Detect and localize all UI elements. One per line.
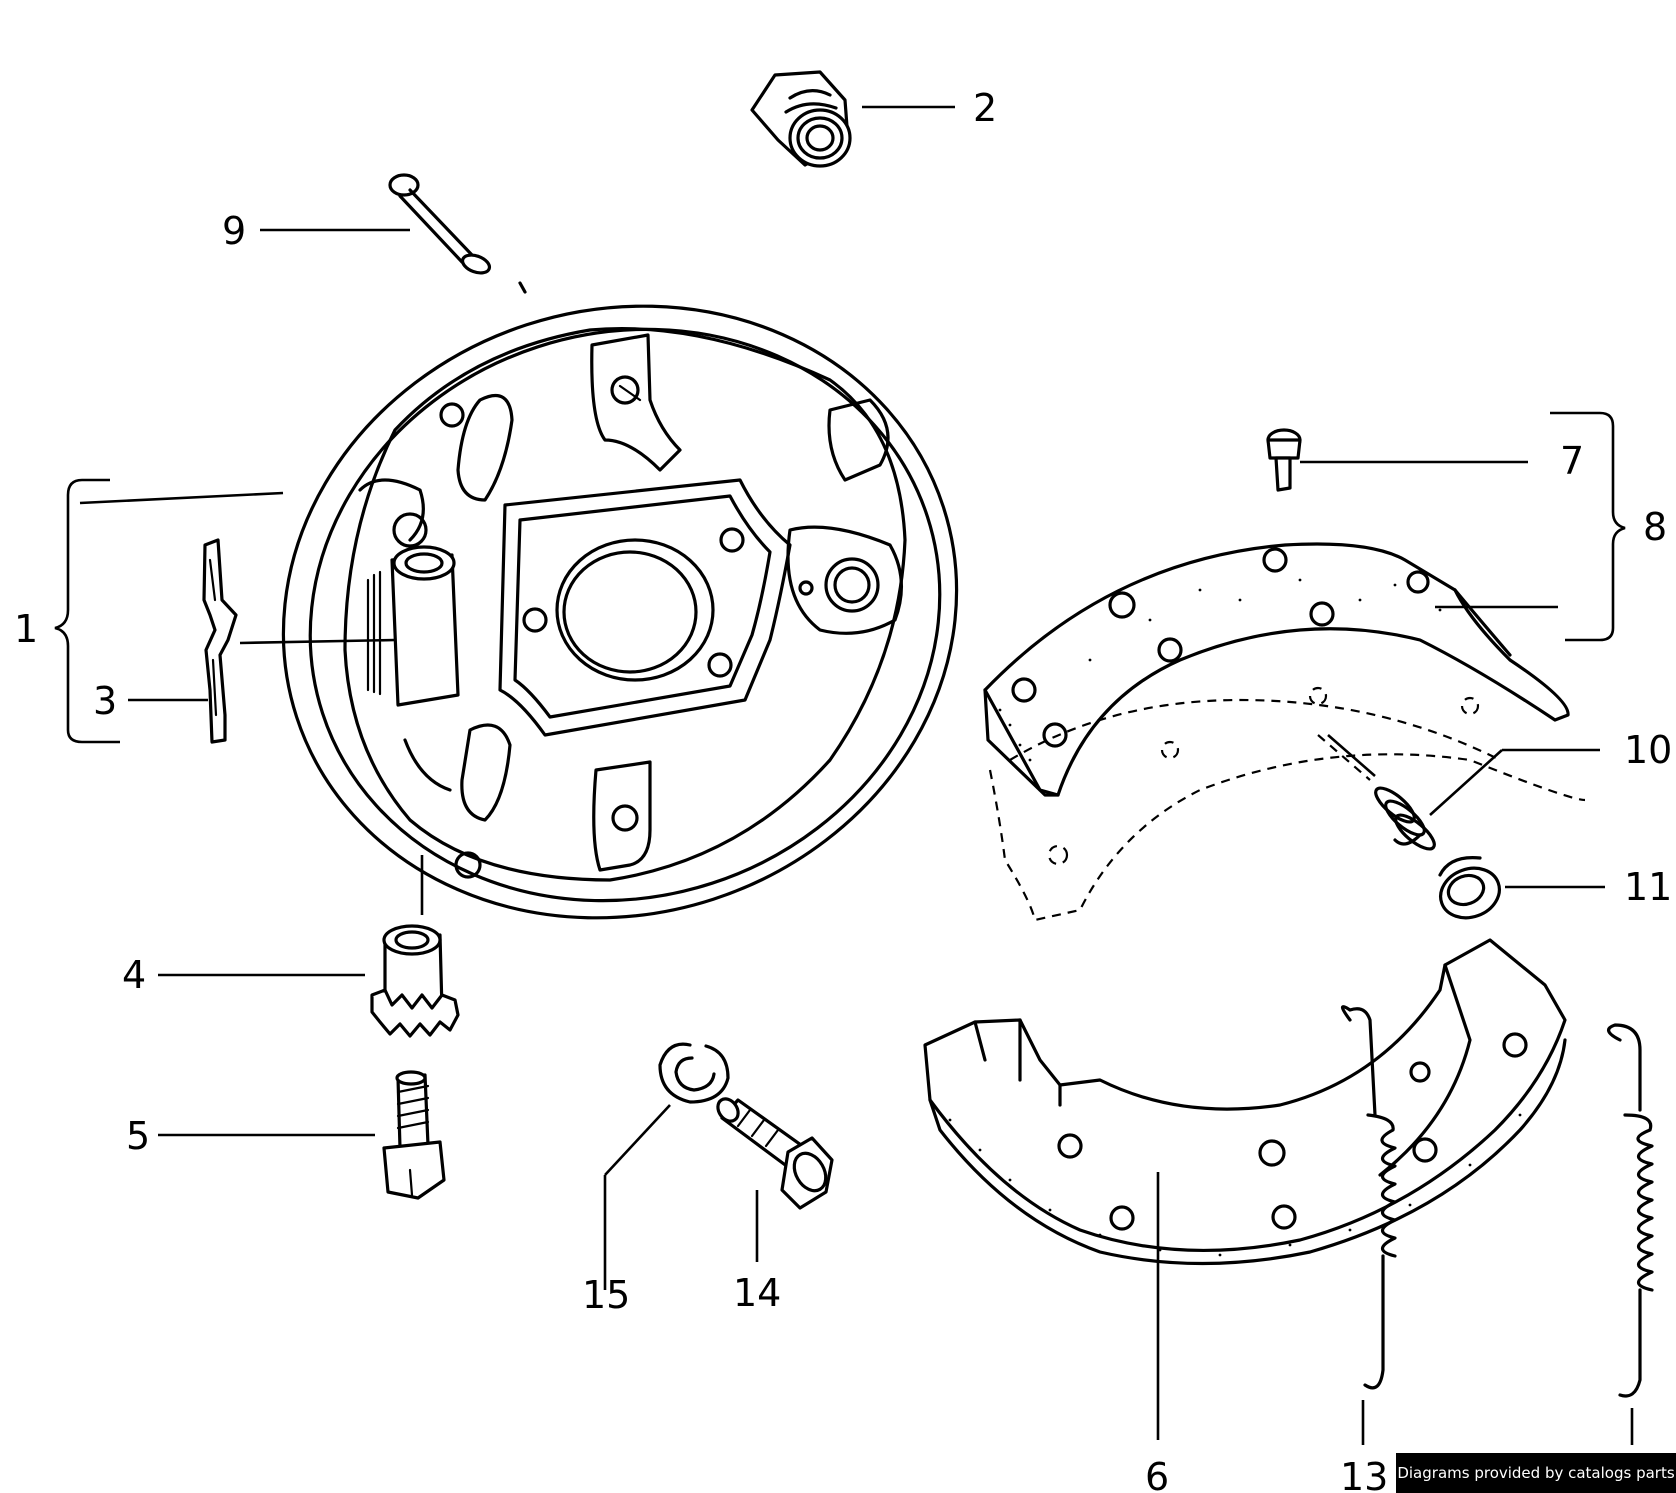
- leader-lines: [54, 105, 1634, 1445]
- adjuster-wheel-drawing: [370, 924, 460, 1038]
- hold-down-pin-drawing: [1266, 428, 1302, 492]
- backing-plate-drawing: [281, 281, 959, 920]
- hold-down-spring-drawing: [1374, 786, 1436, 851]
- lock-washer-drawing: [658, 1042, 730, 1104]
- rivet-drawing: [388, 173, 492, 275]
- callout-5: 5: [126, 1114, 150, 1158]
- return-spring-right-drawing: [1607, 1023, 1654, 1398]
- return-spring-left-drawing: [1340, 1005, 1397, 1390]
- callout-15: 15: [582, 1273, 630, 1317]
- callout-1: 1: [14, 607, 38, 651]
- callout-8: 8: [1643, 505, 1667, 549]
- grommet-drawing: [750, 70, 852, 168]
- callout-3: 3: [93, 679, 117, 723]
- brake-shoe-drawing: [923, 938, 1567, 1266]
- retaining-clip-drawing: [202, 538, 238, 744]
- spring-cup-drawing: [1438, 856, 1501, 920]
- adjuster-bolt-drawing: [382, 1070, 446, 1200]
- callout-6: 6: [1145, 1455, 1169, 1493]
- callout-7: 7: [1560, 439, 1584, 483]
- shoe-with-lining-drawing: [983, 542, 1586, 922]
- callout-14: 14: [733, 1271, 781, 1315]
- callout-9: 9: [222, 209, 246, 253]
- callout-11: 11: [1624, 865, 1672, 909]
- hex-bolt-drawing: [716, 1097, 834, 1210]
- callout-2: 2: [973, 86, 997, 130]
- callout-10: 10: [1624, 728, 1672, 772]
- callout-13: 13: [1340, 1455, 1388, 1493]
- callout-4: 4: [122, 953, 146, 997]
- credit-badge: Diagrams provided by catalogs parts: [1396, 1453, 1676, 1493]
- callout-labels: 1 2 3 4 5 6 7 8 9 10 11 13 14 15: [14, 86, 1672, 1493]
- shoe-texture: [998, 578, 1442, 762]
- lining-texture: [948, 1113, 1522, 1257]
